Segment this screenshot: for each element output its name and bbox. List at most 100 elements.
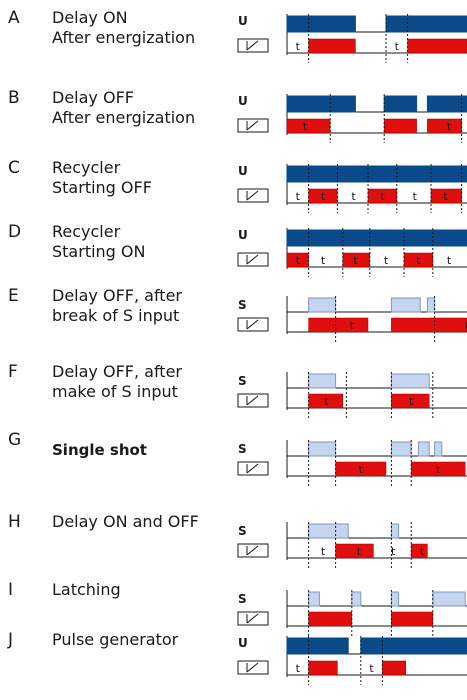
mode-letter: D (8, 222, 22, 242)
mode-title-line2: Starting OFF (52, 178, 152, 197)
relay-symbol-box (237, 660, 269, 675)
output-pulse (407, 38, 467, 54)
relay-symbol-box (237, 317, 269, 332)
delay-time-label: t (447, 254, 452, 267)
mode-letter: I (8, 580, 14, 600)
input-pulse (360, 637, 467, 655)
delay-time-label: t (391, 545, 396, 558)
input-pulse (426, 95, 467, 113)
relay-symbol-box (237, 461, 269, 476)
relay-symbol-box (237, 393, 269, 408)
relay-symbol-box (237, 611, 269, 626)
relay-symbol-slash (246, 395, 259, 406)
mode-letter: B (8, 88, 20, 108)
output-pulse (308, 38, 356, 54)
mode-title-line2: Starting ON (52, 242, 146, 261)
mode-title: Single shot (52, 440, 147, 460)
output-pulse (427, 118, 462, 134)
input-signal-label: S (238, 374, 247, 388)
delay-time-label: t (359, 463, 364, 476)
delay-time-label: t (443, 190, 448, 203)
delay-time-label: t (296, 662, 301, 675)
delay-time-label: t (416, 254, 421, 267)
input-pulse (390, 297, 421, 313)
delay-time-label: t (436, 463, 441, 476)
delay-time-label: t (351, 190, 356, 203)
input-signal-label: U (238, 228, 248, 242)
delay-time-label: t (353, 254, 358, 267)
delay-time-label: t (350, 319, 355, 332)
input-pulse (417, 441, 430, 457)
mode-title-line1: Delay ON and OFF (52, 512, 199, 531)
delay-time-label: t (321, 254, 326, 267)
delay-time-label: t (465, 319, 467, 332)
relay-symbol-slash (246, 40, 259, 51)
input-pulse (390, 591, 400, 607)
input-signal-label: S (238, 592, 247, 606)
delay-time-label: t (324, 395, 329, 408)
delay-time-label: t (420, 545, 425, 558)
mode-letter: A (8, 8, 20, 28)
delay-time-label: t (409, 395, 414, 408)
input-signal-label: U (238, 14, 248, 28)
mode-letter: H (8, 512, 21, 532)
mode-title-line1: Recycler (52, 222, 121, 241)
input-pulse (286, 637, 349, 655)
output-pulse (335, 543, 374, 559)
mode-title-line2: break of S input (52, 306, 180, 325)
input-pulse (286, 229, 467, 247)
mode-title-line2: After energization (52, 28, 196, 47)
output-pulse (391, 317, 467, 333)
mode-title-line1: Delay ON (52, 8, 128, 27)
mode-title-line2: make of S input (52, 382, 178, 401)
relay-symbol-slash (246, 319, 259, 330)
delay-time-label: t (321, 545, 326, 558)
relay-symbol-slash (246, 120, 259, 131)
mode-letter: F (8, 362, 18, 382)
delay-time-label: t (447, 120, 452, 133)
relay-symbol-box (237, 188, 269, 203)
relay-symbol-box (237, 543, 269, 558)
output-pulse (308, 611, 353, 627)
output-pulse (286, 118, 331, 134)
relay-symbol-slash (246, 190, 259, 201)
delay-time-label: t (380, 190, 385, 203)
input-pulse (308, 441, 337, 457)
mode-title: Delay ON and OFF (52, 512, 199, 532)
input-pulse (286, 15, 356, 33)
delay-time-label: t (296, 254, 301, 267)
input-pulse (390, 441, 412, 457)
mode-title-line1: Recycler (52, 158, 121, 177)
relay-symbol-box (237, 252, 269, 267)
delay-time-label: t (395, 40, 400, 53)
relay-symbol-slash (246, 613, 259, 624)
input-pulse (390, 373, 430, 389)
mode-letter: J (8, 630, 14, 650)
output-pulse (308, 660, 338, 676)
input-pulse (426, 297, 436, 313)
input-signal-label: U (238, 636, 248, 650)
input-pulse (308, 591, 320, 607)
input-pulse (308, 373, 337, 389)
mode-letter: G (8, 430, 22, 450)
mode-title-line1: Latching (52, 580, 121, 599)
